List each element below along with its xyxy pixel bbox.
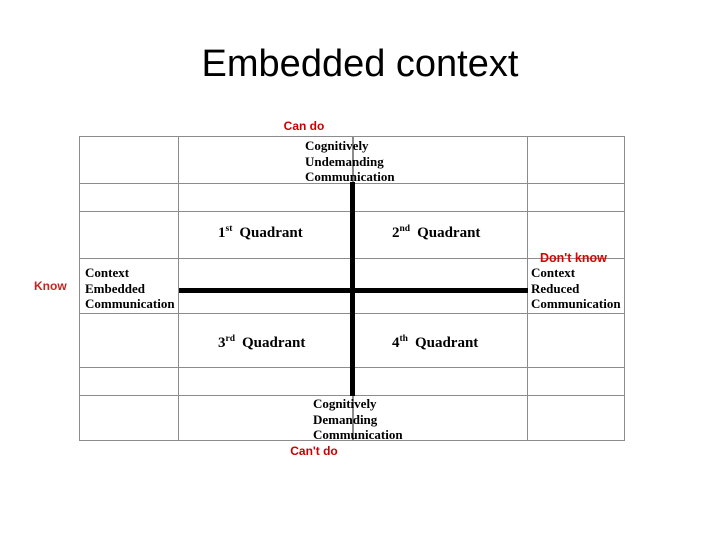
quadrant-2-suffix: nd	[399, 224, 411, 234]
grid-cell	[79, 395, 179, 441]
quadrant-2-number: 2	[392, 225, 400, 241]
grid-cell	[353, 183, 528, 212]
quadrant-4-word: Quadrant	[414, 335, 479, 351]
axis-description-cognitively-demanding: Cognitively Demanding Communication	[313, 396, 403, 442]
grid-cell	[353, 367, 528, 396]
grid-cell	[527, 136, 625, 184]
quadrant-4-suffix: th	[399, 334, 408, 344]
quadrant-label-2: 2nd Quadrant	[392, 224, 480, 242]
quadrant-3-suffix: rd	[225, 334, 236, 344]
axis-label-know: Know	[34, 279, 67, 293]
horizontal-axis-line	[179, 288, 528, 293]
quadrant-3-number: 3	[218, 335, 226, 351]
grid-cell	[527, 395, 625, 441]
axis-description-context-reduced: Context Reduced Communication	[531, 265, 621, 311]
grid-cell	[178, 367, 353, 396]
quadrant-1-suffix: st	[225, 224, 233, 234]
axis-label-cant-do: Can't do	[290, 444, 338, 458]
grid-cell	[527, 313, 625, 368]
quadrant-4-number: 4	[392, 335, 400, 351]
grid-cell	[178, 395, 353, 441]
grid-cell	[79, 313, 179, 368]
quadrant-label-4: 4th Quadrant	[392, 334, 478, 352]
quadrant-3-word: Quadrant	[242, 335, 306, 351]
quadrant-1-word: Quadrant	[239, 225, 303, 241]
quadrant-label-1: 1st Quadrant	[218, 224, 303, 242]
axis-description-cognitively-undemanding: Cognitively Undemanding Communication	[305, 138, 395, 184]
quadrant-2-word: Quadrant	[417, 225, 481, 241]
grid-cell	[79, 183, 179, 212]
grid-cell	[178, 258, 353, 314]
grid-cell	[79, 136, 179, 184]
axis-label-dont-know: Don't know	[540, 251, 607, 265]
quadrant-label-3: 3rd Quadrant	[218, 334, 305, 352]
grid-cell	[353, 258, 528, 314]
axis-description-context-embedded: Context Embedded Communication	[85, 265, 175, 311]
page-title: Embedded context	[201, 43, 519, 85]
axis-label-can-do: Can do	[283, 119, 325, 133]
grid-cell	[527, 367, 625, 396]
quadrant-1-number: 1	[218, 225, 226, 241]
grid-cell	[178, 183, 353, 212]
grid-cell	[527, 183, 625, 212]
grid-cell	[79, 211, 179, 259]
grid-cell	[79, 367, 179, 396]
